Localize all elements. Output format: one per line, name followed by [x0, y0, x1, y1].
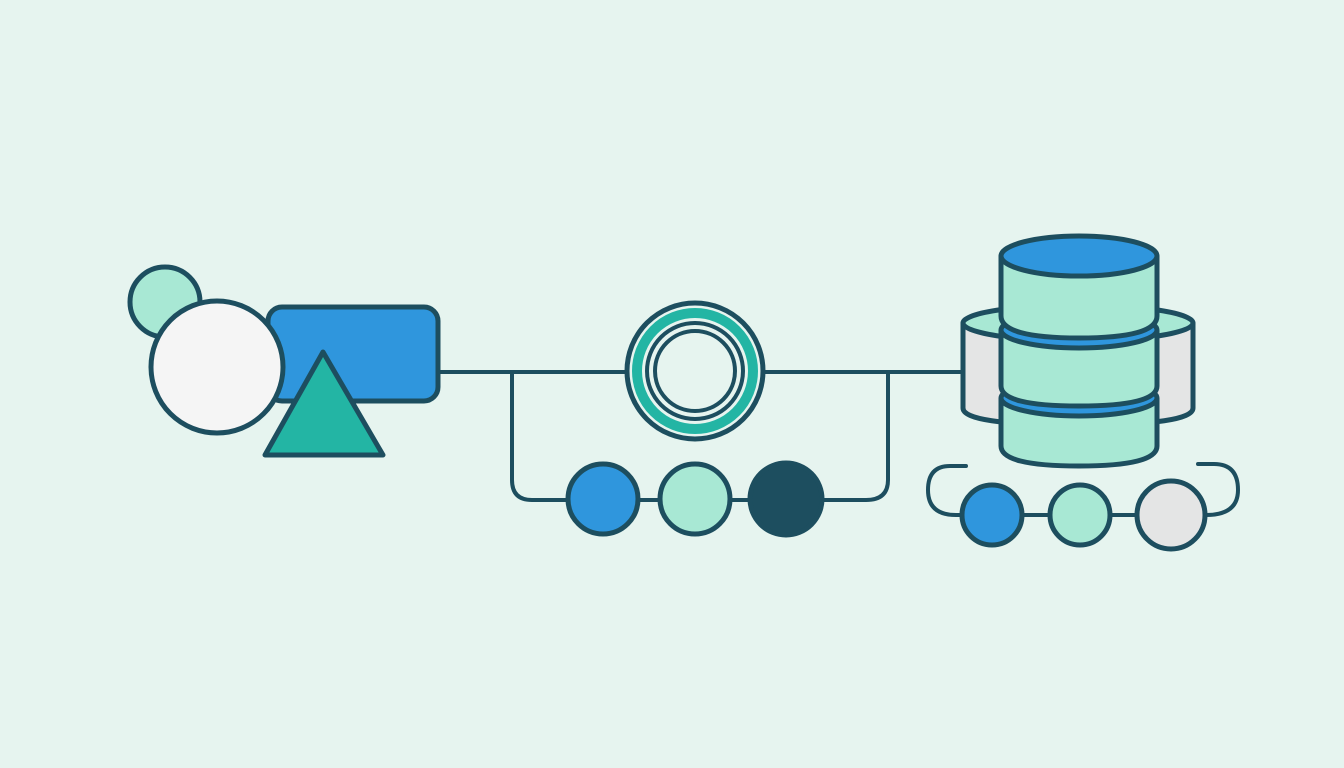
large-white-circle-icon	[148, 298, 286, 436]
database-layer-top	[998, 233, 1160, 341]
center-branch-connector	[510, 372, 890, 502]
gray-dot-icon	[1134, 478, 1208, 552]
blue-rectangle-icon	[265, 304, 441, 404]
center-dot-row	[565, 460, 825, 538]
blue-dot-icon	[959, 482, 1025, 548]
right-row-connector	[926, 462, 1240, 517]
navy-dot-icon	[747, 460, 825, 538]
database-stack-icon	[960, 233, 1196, 469]
right-dot-row	[959, 478, 1208, 552]
mint-dot-icon	[657, 461, 733, 537]
teal-triangle-icon	[262, 349, 386, 458]
blue-dot-icon	[565, 461, 641, 537]
mint-dot-icon	[1047, 482, 1113, 548]
ring-node-icon	[624, 300, 766, 442]
left-shape-group	[127, 264, 441, 458]
